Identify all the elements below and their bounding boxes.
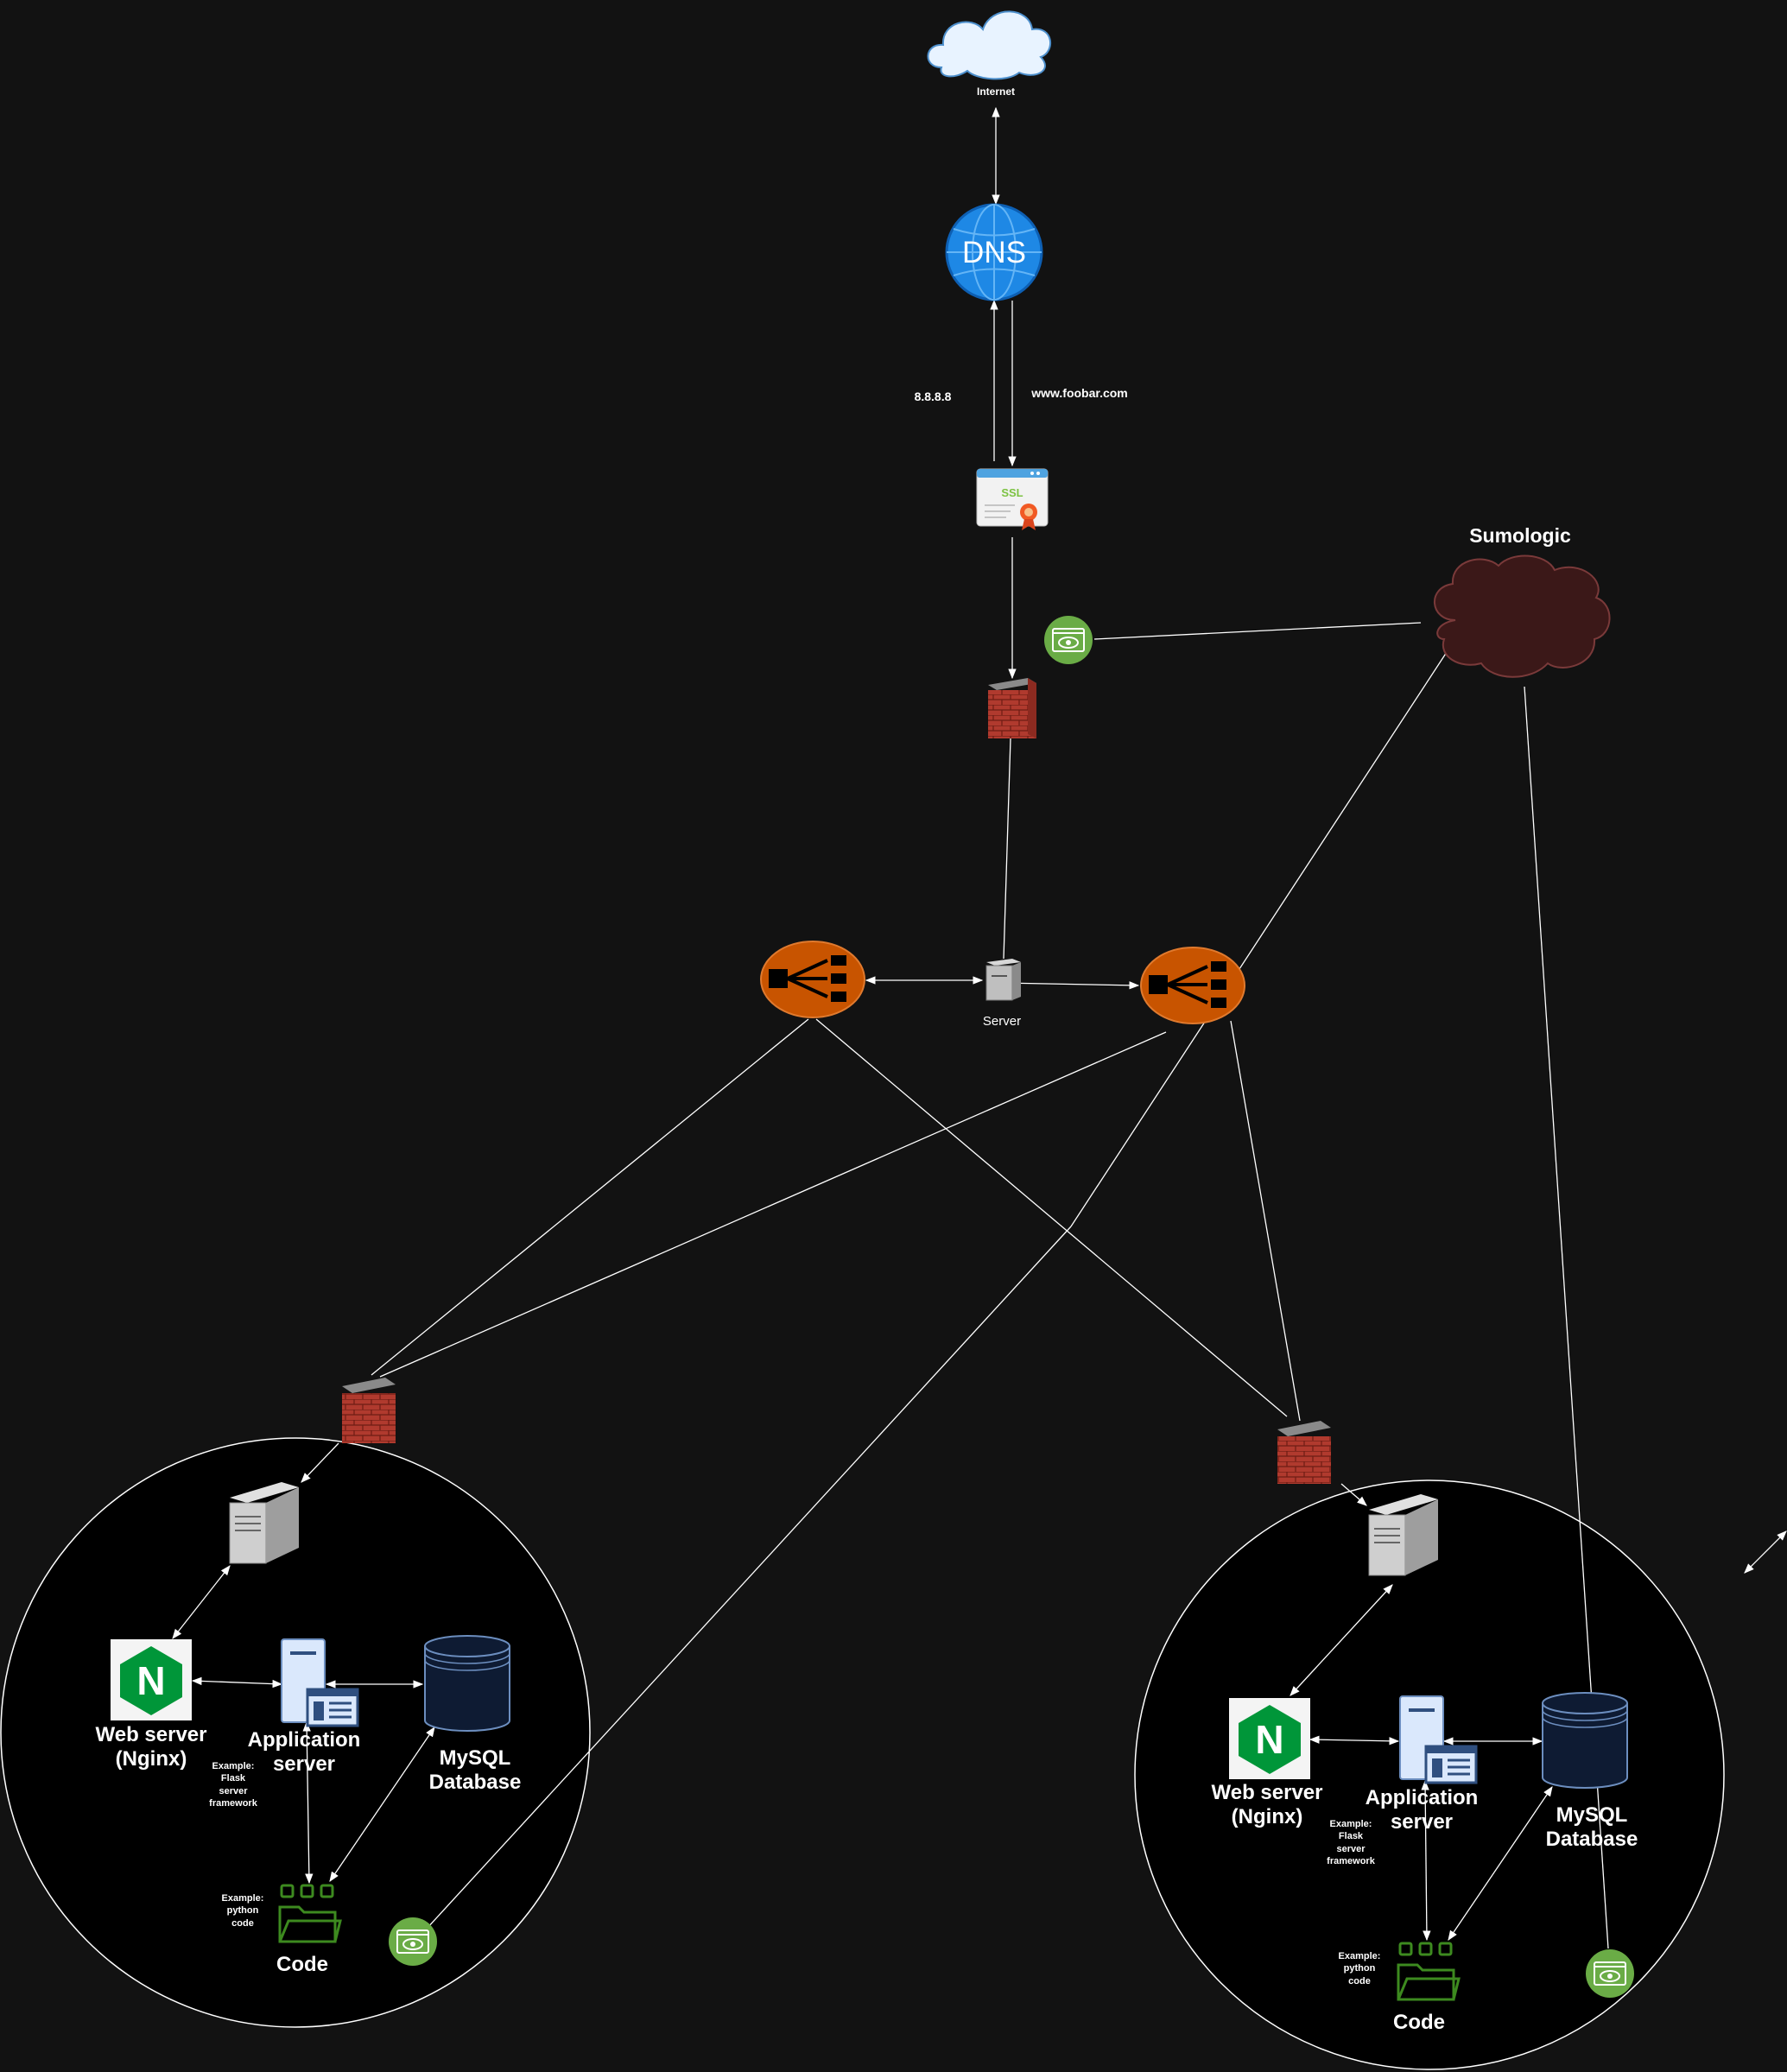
nginx-letter: N [1255, 1717, 1283, 1762]
code-example: Example: python code [1338, 1951, 1381, 1986]
load-balancer-icon[interactable] [760, 941, 865, 1018]
nginx-icon: N [111, 1639, 192, 1720]
firewall-icon [342, 1378, 396, 1443]
application-server-icon [281, 1638, 359, 1727]
monitoring-eye-icon [389, 1917, 437, 1966]
application-server-icon [1399, 1695, 1478, 1784]
code-example: Example: python code [221, 1893, 264, 1929]
dns-query-domain-label: www.foobar.com [1031, 386, 1128, 400]
ssl-text: SSL [1001, 486, 1023, 499]
monitoring-eye-icon [1044, 616, 1093, 664]
load-balancer-icon[interactable] [1140, 947, 1245, 1024]
app-server-label: Application server [247, 1728, 361, 1776]
cluster-boundary-left [0, 1437, 591, 2028]
dns-text: DNS [962, 236, 1026, 269]
sumologic-label: Sumologic [1469, 524, 1571, 547]
code-folder-icon [278, 1884, 342, 1943]
app-server-label: Application server [1365, 1786, 1479, 1834]
dns-globe-icon[interactable]: DNS [945, 203, 1043, 301]
app-server-example: Example: Flask server framework [209, 1761, 257, 1809]
dns-query-ip-label: 8.8.8.8 [914, 390, 952, 403]
code-label: Code [1393, 2011, 1445, 2034]
sumologic-cloud-icon[interactable] [1434, 554, 1611, 678]
app-server-example: Example: Flask server framework [1327, 1819, 1375, 1866]
nginx-letter: N [136, 1658, 165, 1703]
firewall-icon [988, 678, 1036, 738]
database-label: MySQL Database [1545, 1803, 1638, 1851]
firewall-icon [1277, 1421, 1331, 1484]
cloud-icon [927, 10, 1052, 80]
internet-label: Internet [976, 86, 1015, 98]
server-icon[interactable] [229, 1482, 299, 1564]
web-server-label: Web server (Nginx) [95, 1723, 207, 1771]
database-icon [1542, 1692, 1628, 1789]
server-label: Server [982, 1014, 1022, 1029]
code-label: Code [276, 1953, 328, 1976]
monitoring-eye-icon [1586, 1949, 1634, 1998]
server-icon[interactable] [985, 959, 1021, 1001]
server-icon[interactable] [1368, 1494, 1438, 1576]
web-server-label: Web server (Nginx) [1211, 1781, 1323, 1828]
nginx-icon: N [1229, 1698, 1310, 1779]
code-folder-icon [1397, 1942, 1461, 2001]
database-label: MySQL Database [428, 1746, 522, 1794]
database-icon [424, 1635, 510, 1732]
ssl-certificate-icon[interactable]: SSL [976, 468, 1049, 530]
connections [172, 106, 1787, 1949]
